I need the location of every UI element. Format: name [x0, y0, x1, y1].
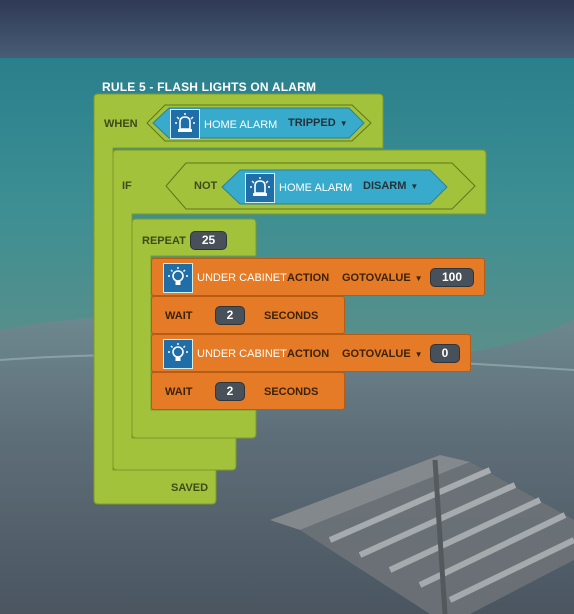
- chevron-down-icon: ▼: [414, 350, 423, 359]
- action-2-value-input[interactable]: 0: [430, 344, 460, 363]
- action-1-label: ACTION: [287, 272, 330, 284]
- alarm-siren-icon: [170, 109, 200, 139]
- action-1-dropdown[interactable]: GOTOVALUE▼: [342, 272, 423, 284]
- action-2-value: GOTOVALUE: [342, 348, 411, 360]
- action-2-device: UNDER CABINET: [197, 348, 287, 360]
- if-label: IF: [122, 180, 132, 192]
- action-2-dropdown[interactable]: GOTOVALUE▼: [342, 348, 423, 360]
- wait-2-input[interactable]: 2: [215, 382, 245, 401]
- wait-block-1[interactable]: [151, 296, 345, 334]
- chevron-down-icon: ▼: [410, 182, 419, 191]
- wait-1-input[interactable]: 2: [215, 306, 245, 325]
- action-block-1[interactable]: [151, 258, 485, 296]
- not-label: NOT: [194, 180, 218, 192]
- repeat-count-input[interactable]: 25: [190, 231, 227, 250]
- light-bulb-icon: [163, 339, 193, 369]
- action-2-label: ACTION: [287, 348, 330, 360]
- wait-2-unit: SECONDS: [264, 386, 319, 398]
- rule-title: RULE 5 - FLASH LIGHTS ON ALARM: [102, 80, 317, 94]
- wait-1-unit: SECONDS: [264, 310, 319, 322]
- when-device: HOME ALARM: [204, 119, 278, 131]
- light-bulb-icon: [163, 263, 193, 293]
- wait-block-2[interactable]: [151, 372, 345, 410]
- repeat-label: REPEAT: [142, 235, 186, 247]
- alarm-siren-icon: [245, 173, 275, 203]
- when-state-value: TRIPPED: [288, 117, 336, 129]
- action-1-value: GOTOVALUE: [342, 272, 411, 284]
- action-block-2[interactable]: [151, 334, 471, 372]
- when-state-dropdown[interactable]: TRIPPED▼: [288, 117, 348, 129]
- action-1-device: UNDER CABINET: [197, 272, 287, 284]
- if-state-dropdown[interactable]: DISARM▼: [363, 180, 418, 192]
- chevron-down-icon: ▼: [414, 274, 423, 283]
- chevron-down-icon: ▼: [339, 119, 348, 128]
- if-device: HOME ALARM: [279, 182, 353, 194]
- wait-1-label: WAIT: [165, 310, 193, 322]
- saved-status: SAVED: [171, 482, 209, 494]
- action-1-value-input[interactable]: 100: [430, 268, 474, 287]
- wait-2-label: WAIT: [165, 386, 193, 398]
- deck-chair-image: [270, 455, 574, 614]
- when-label: WHEN: [104, 118, 138, 130]
- if-state-value: DISARM: [363, 180, 407, 192]
